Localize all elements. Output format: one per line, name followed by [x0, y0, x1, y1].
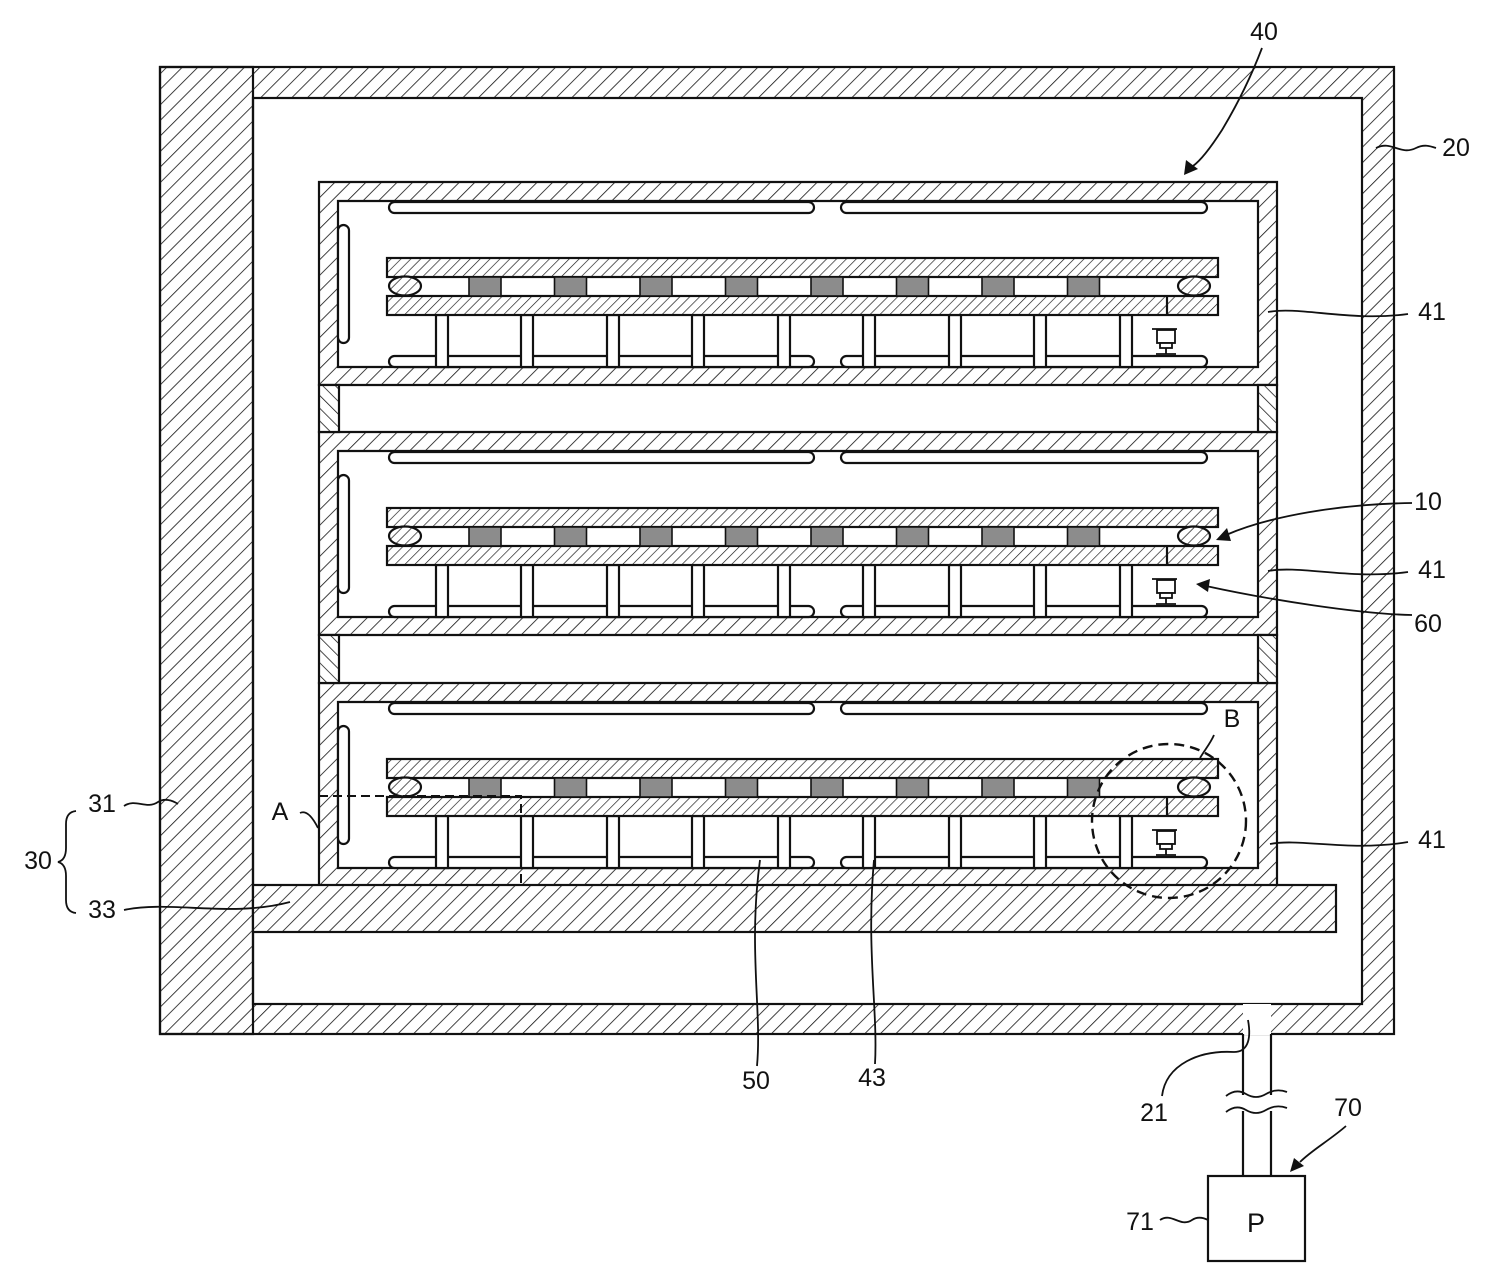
door-31 — [160, 67, 253, 1034]
tray-middle — [319, 432, 1277, 635]
label-60: 60 — [1414, 610, 1442, 638]
label-41-middle: 41 — [1418, 556, 1446, 584]
support-plate-33 — [253, 885, 1336, 932]
label-33: 33 — [88, 896, 116, 924]
label-43: 43 — [858, 1064, 886, 1092]
label-31: 31 — [88, 790, 116, 818]
tray-bottom — [319, 683, 1277, 886]
label-71: 71 — [1126, 1208, 1154, 1236]
label-B: B — [1224, 705, 1241, 733]
label-30: 30 — [24, 847, 52, 875]
label-20: 20 — [1442, 134, 1470, 162]
label-41-top: 41 — [1418, 298, 1446, 326]
label-21: 21 — [1140, 1099, 1168, 1127]
label-A: A — [272, 798, 289, 826]
label-41-bottom: 41 — [1418, 826, 1446, 854]
label-10: 10 — [1414, 488, 1442, 516]
label-40: 40 — [1250, 18, 1278, 46]
pump-label: P — [1247, 1208, 1265, 1238]
tray-stack-40 — [319, 182, 1277, 886]
label-50: 50 — [742, 1067, 770, 1095]
exhaust-line-21 — [1226, 1034, 1287, 1176]
label-70: 70 — [1334, 1094, 1362, 1122]
tray-top — [319, 182, 1277, 385]
